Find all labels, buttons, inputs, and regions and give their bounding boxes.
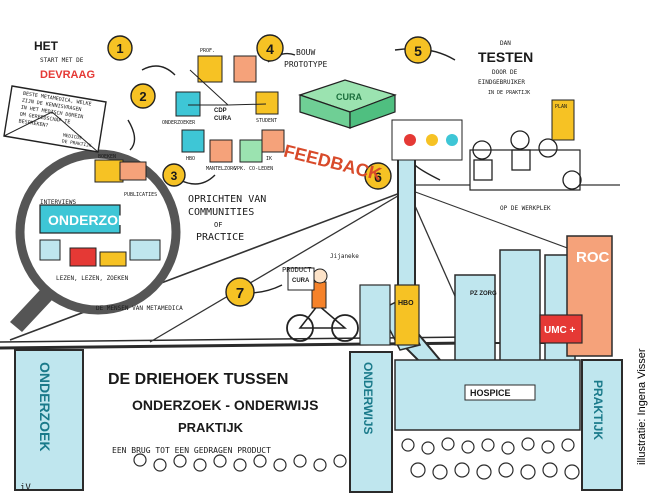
pillar-praktijk (581, 359, 623, 491)
testen-prak: IN DE PRAKTIJK (488, 90, 530, 96)
onderzoek-publicaties: PUBLICATIES (124, 192, 157, 198)
note-line: BESPREKEN? (18, 118, 49, 129)
pillar-onderwijs (349, 351, 393, 493)
product-rider-name: Jijaneke (330, 253, 359, 260)
onderzoek-mensen: DE MENSEN VAN METAMEDICA (96, 305, 183, 312)
pillar-onderzoek (14, 349, 84, 491)
testen-dan: DAN (500, 40, 511, 47)
community-ik: IK (266, 156, 272, 162)
step-number: 5 (414, 43, 422, 59)
caption-line3: PRAKTIJK (178, 420, 244, 435)
building-zorg: PZ ZORG (470, 291, 497, 297)
step-badge-3: 3 (162, 163, 186, 187)
step-badge-7: 7 (225, 277, 255, 307)
step1-start: START MET DE (40, 57, 84, 64)
bridge-deck (0, 341, 471, 350)
note-text: BESTE METAMEDICA, WELKE ZIJN DE KENNISVR… (18, 91, 92, 149)
testen-eind: EINDGEBRUIKER (478, 79, 525, 86)
building-umc: UMC + (544, 325, 576, 336)
step-number: 2 (139, 89, 146, 104)
caption-line1: DE DRIEHOEK TUSSEN (108, 371, 288, 388)
illustration-credit: illustratie: Ingena Visser (636, 348, 648, 465)
community-cdp: CDP (214, 108, 227, 114)
test-people (472, 130, 582, 190)
onderzoek-boeken: BOEKEN (98, 154, 116, 160)
prototype-box (298, 79, 397, 129)
community-sketch (175, 55, 285, 163)
building-hbo: HBO (398, 300, 414, 307)
step-badge-6: 6 (364, 162, 392, 190)
feedback-label: FEEDBACK (282, 141, 384, 185)
product-label: PRODUCT (282, 266, 312, 274)
building-roc: ROC (576, 249, 610, 266)
testen-title: TESTEN (478, 49, 533, 65)
community-student: STUDENT (256, 118, 277, 124)
onderzoek-sketch (39, 159, 161, 267)
step1-het: HET (34, 39, 59, 53)
community-prof: PROF. (200, 48, 215, 54)
step-number: 6 (374, 169, 382, 185)
bridge-cable (9, 189, 409, 341)
step-number: 3 (171, 169, 178, 183)
crowd (133, 437, 580, 480)
step-number: 4 (266, 41, 274, 57)
step1-devraag: DEVRAAG (40, 69, 95, 81)
caption-line4: EEN BRUG TOT EEN GEDRAGEN PRODUCT (112, 446, 271, 455)
product-box-label: CURA (292, 278, 310, 284)
prototype-box-label: CURA (336, 92, 362, 102)
note-sign: DE PRAKTIJK (61, 138, 92, 149)
prototype-label: PROTOTYPE (284, 60, 328, 69)
community-hbo: HBO (186, 156, 195, 162)
pillar-label-onderzoek: ONDERZOEK (37, 362, 53, 451)
bike-rider (286, 267, 359, 342)
testen-plan: PLAN (555, 104, 567, 110)
onderzoek-title: ONDERZOEK (48, 212, 137, 228)
step-number: 7 (236, 285, 244, 302)
building-hospice: HOSPICE (470, 388, 511, 398)
community-caption: OF (214, 221, 222, 229)
test-cards (391, 99, 581, 191)
testen-door: DOOR DE (492, 69, 518, 76)
onderzoek-interviews: INTERVIEWS (40, 199, 77, 206)
note-sign: MEDICUS (62, 133, 82, 142)
community-mantelzorg: MANTELZORG (206, 166, 236, 172)
community-caption: COMMUNITIES (188, 207, 254, 218)
community-vpk: VPK. CO-LEDEN (234, 166, 273, 172)
step-badge-4: 4 (256, 34, 284, 62)
prototype-label: BOUW (296, 48, 315, 57)
onderzoek-lezen: LEZEN, LEZEN, ZOEKEN (56, 275, 129, 282)
step-badge-5: 5 (404, 36, 432, 64)
step-badge-1: 1 (107, 35, 133, 61)
step-badge-2: 2 (130, 83, 156, 109)
community-caption: PRACTICE (196, 232, 244, 243)
community-cura: CURA (214, 116, 232, 122)
caption-line2: ONDERZOEK - ONDERWIJS (132, 397, 318, 413)
city-skyline (359, 235, 613, 431)
artist-signature: iV (20, 483, 31, 493)
pillar-label-onderwijs: ONDERWIJS (361, 362, 375, 434)
community-onderzoeker: ONDERZOEKER (162, 120, 196, 126)
community-caption: OPRICHTEN VAN (188, 194, 266, 205)
step-number: 1 (116, 41, 123, 56)
testen-werkplek: OP DE WERKPLEK (500, 205, 551, 212)
pillar-label-praktijk: PRAKTIJK (591, 380, 605, 440)
